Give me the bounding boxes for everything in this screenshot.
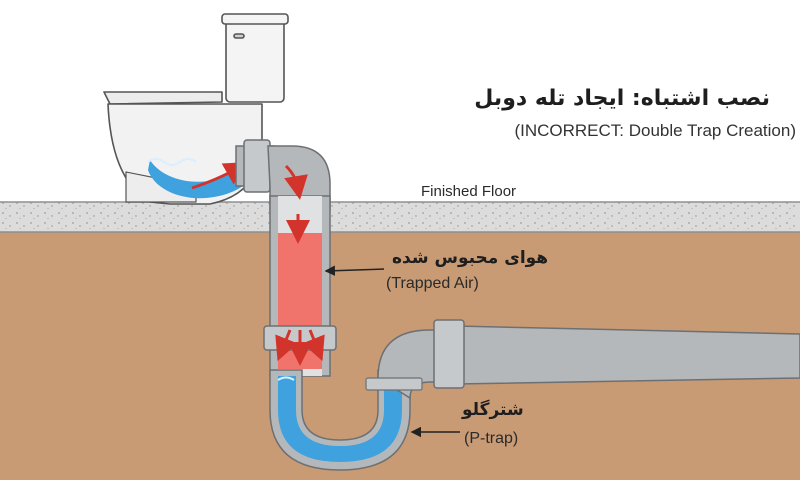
flow-arrow [191,162,249,190]
trap-water [278,376,402,462]
trapped-air-label-persian: هوای محبوس شده [392,248,549,268]
flow-arrow [302,329,325,362]
ptrap-label-english: (P-trap) [464,430,519,447]
trapped-air-label-english: (Trapped Air) [386,275,479,292]
title-persian: نصب اشتباه: ایجاد تله دوبل [474,86,770,111]
flow-arrow [284,164,308,200]
pipe-coupling [365,377,423,391]
toilet-water [148,148,262,199]
flow-arrow [275,329,298,362]
toilet-tank [225,17,285,103]
leader-lines [324,265,460,438]
flush-handle [233,33,245,39]
flow-arrows [275,164,325,366]
ptrap-label-persian: شترگلو [462,400,524,420]
finished-floor-slab [0,201,800,233]
pipe-coupling [243,139,271,193]
leader-trapped-air [324,265,385,276]
finished-floor-label: Finished Floor [421,183,517,200]
pipe-coupling [433,319,465,389]
toilet-tank-lid [221,13,289,25]
title-english: (INCORRECT: Double Trap Creation) [514,121,796,140]
toilet-seat [103,91,223,105]
